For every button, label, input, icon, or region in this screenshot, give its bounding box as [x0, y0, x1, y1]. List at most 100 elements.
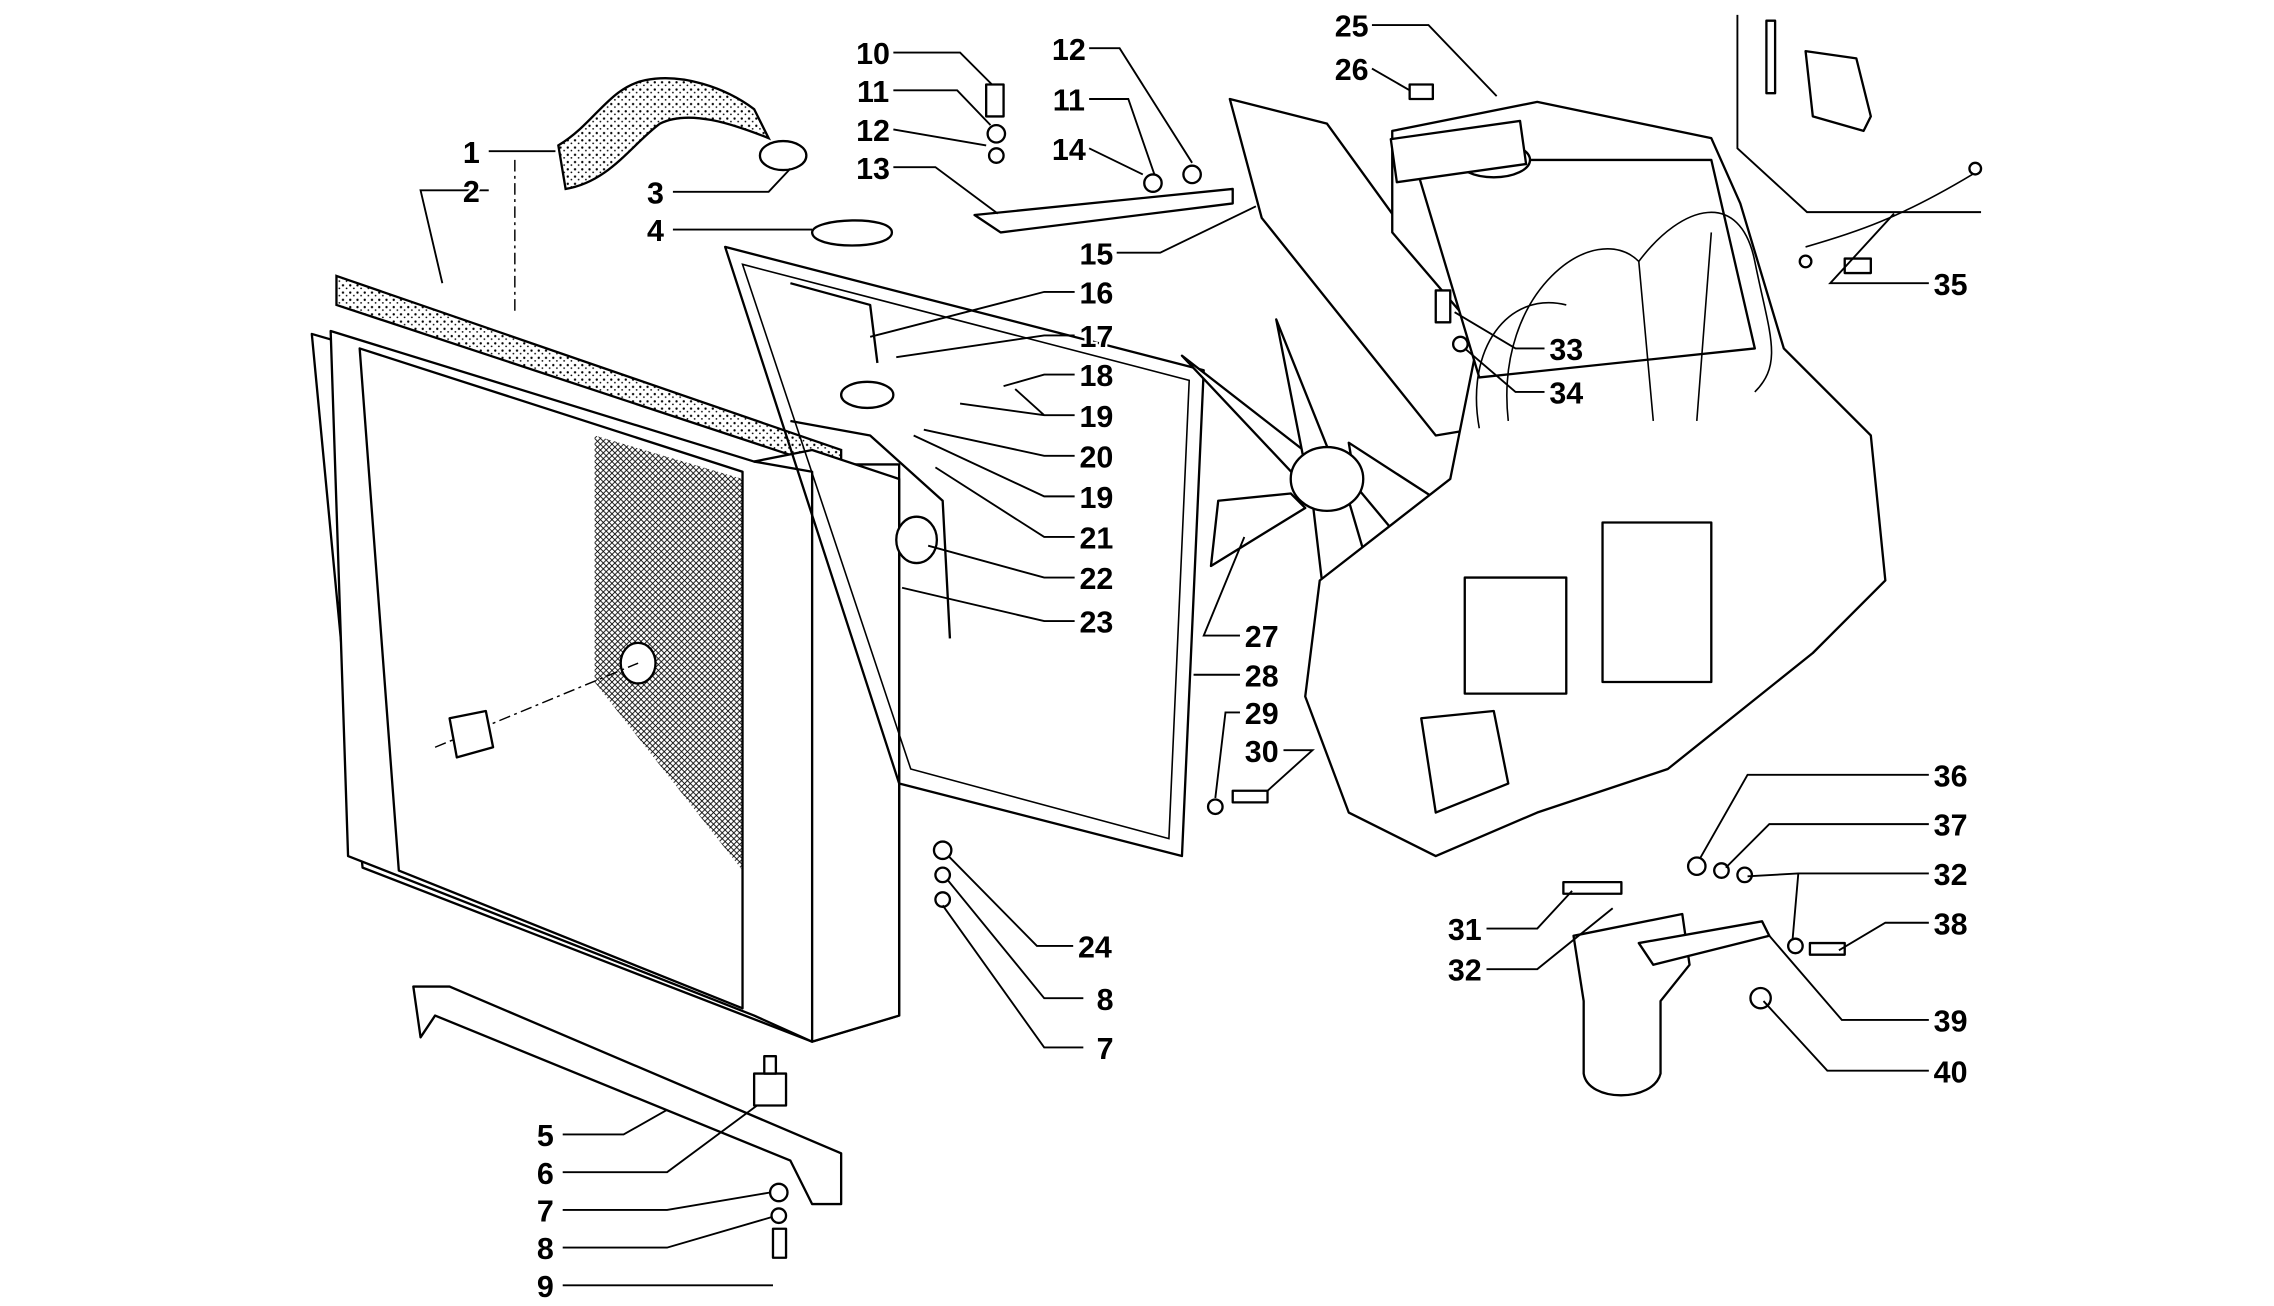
- leader-line-12: [893, 128, 987, 147]
- callout-17: 17: [1079, 320, 1113, 354]
- upper-hose: [557, 77, 772, 191]
- callout-26: 26: [1335, 53, 1369, 87]
- callout-35: 35: [1934, 268, 1968, 302]
- callout-21: 21: [1079, 522, 1113, 556]
- leader-line-13: [893, 166, 999, 215]
- leader-line-6: [562, 1104, 758, 1174]
- callout-16: 16: [1079, 276, 1113, 310]
- electrical-kit: [1736, 14, 1983, 275]
- callout-33: 33: [1549, 333, 1583, 367]
- leader-line-37: [1725, 823, 1929, 869]
- leader-line-35: [1828, 212, 1929, 285]
- filler-neck: [839, 380, 895, 410]
- callout-24: 24: [1078, 931, 1112, 965]
- radiator: [310, 159, 901, 1043]
- leader-line-5: [562, 1109, 668, 1136]
- leader-line-16: [869, 290, 1075, 338]
- leader-line-22: [927, 544, 1075, 579]
- callout-5: 5: [537, 1119, 554, 1153]
- leader-line-21: [934, 466, 1075, 538]
- leader-line-24: [947, 855, 1074, 947]
- leader-line-40: [1762, 1000, 1929, 1072]
- leader-line-27: [1202, 536, 1246, 637]
- callout-3: 3: [647, 176, 664, 210]
- leader-line-8: [562, 1216, 772, 1249]
- leader-line-7: [941, 904, 1084, 1049]
- fan-shroud: [723, 245, 1205, 858]
- callout-4: 4: [647, 214, 664, 248]
- callout-22: 22: [1079, 562, 1113, 596]
- callout-14: 14: [1052, 133, 1086, 167]
- overflow-tube: [790, 282, 952, 639]
- callout-30: 30: [1245, 735, 1279, 769]
- callout-19: 19: [1079, 400, 1113, 434]
- leader-line-34: [1464, 347, 1545, 393]
- callout-11: 11: [857, 75, 889, 109]
- callout-8: 8: [537, 1232, 554, 1266]
- callout-7: 7: [1097, 1032, 1114, 1066]
- leader-line-8: [946, 878, 1084, 1000]
- callout-32: 32: [1934, 858, 1968, 892]
- leader-line-31: [1486, 890, 1573, 930]
- leader-line-19: [913, 434, 1075, 498]
- leader-line-26: [1371, 67, 1411, 92]
- callout-39: 39: [1934, 1005, 1968, 1039]
- leader-line-12: [1089, 47, 1193, 164]
- leader-line-30: [1266, 749, 1315, 792]
- leader-line-14: [1088, 147, 1144, 176]
- callout-27: 27: [1245, 620, 1279, 654]
- leader-line-32: [1747, 872, 1929, 941]
- leader-line-7: [562, 1191, 771, 1211]
- leader-line-32: [1486, 907, 1614, 971]
- callout-28: 28: [1245, 659, 1279, 693]
- leader-line-38: [1838, 921, 1929, 952]
- callout-20: 20: [1079, 440, 1113, 474]
- callout-18: 18: [1079, 359, 1113, 393]
- leader-line-25: [1371, 24, 1498, 97]
- leader-line-11: [893, 89, 992, 126]
- callout-13: 13: [856, 152, 890, 186]
- callout-34: 34: [1549, 377, 1583, 411]
- callout-32: 32: [1448, 954, 1482, 988]
- callout-25: 25: [1335, 10, 1369, 44]
- callout-19: 19: [1079, 481, 1113, 515]
- callout-8: 8: [1097, 983, 1114, 1017]
- upper-bracket: [973, 187, 1234, 234]
- callout-40: 40: [1934, 1055, 1968, 1089]
- hose-clamp: [758, 139, 808, 172]
- callout-38: 38: [1934, 907, 1968, 941]
- leader-line-11: [1089, 98, 1156, 175]
- callout-31: 31: [1448, 913, 1482, 947]
- callout-29: 29: [1245, 697, 1279, 731]
- leader-line-17: [896, 334, 1075, 359]
- leader-line-10: [893, 51, 993, 86]
- callout-11: 11: [1053, 84, 1085, 118]
- leader-line-15: [1116, 205, 1257, 254]
- rubber-mount: [752, 1072, 788, 1107]
- callout-2: 2: [463, 175, 480, 209]
- leader-line-18: [1003, 373, 1075, 388]
- leader-line-3: [672, 167, 792, 193]
- leader-line-2: [419, 189, 489, 284]
- callout-15: 15: [1079, 237, 1113, 271]
- leader-line-33: [1454, 311, 1545, 350]
- leader-line-19: [959, 388, 1075, 417]
- leader-line-20: [923, 428, 1075, 457]
- callout-12: 12: [856, 114, 890, 148]
- leader-line-29: [1214, 711, 1240, 799]
- leader-line-36: [1698, 773, 1929, 860]
- callout-36: 36: [1934, 759, 1968, 793]
- leader-line-23: [901, 586, 1075, 623]
- callout-37: 37: [1934, 809, 1968, 843]
- callout-12: 12: [1052, 33, 1086, 67]
- callout-9: 9: [537, 1270, 554, 1304]
- callout-6: 6: [537, 1157, 554, 1191]
- callout-7: 7: [537, 1195, 554, 1229]
- fuel-filter: [1562, 856, 1846, 1097]
- lower-bracket: [412, 985, 843, 1206]
- callout-1: 1: [463, 136, 480, 170]
- callout-23: 23: [1079, 606, 1113, 640]
- radiator-cap: [810, 219, 894, 247]
